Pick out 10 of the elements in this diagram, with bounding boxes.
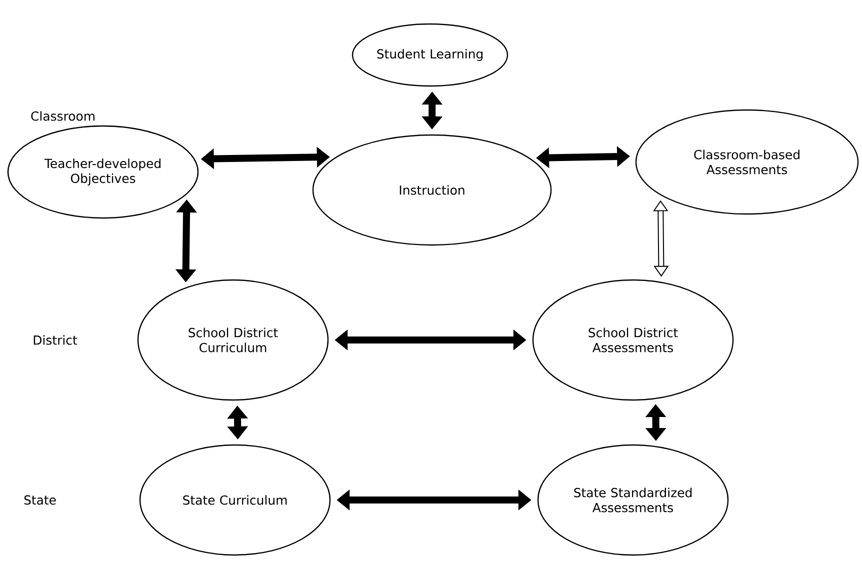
ellipse-node: Student Learning bbox=[352, 23, 508, 87]
level-label: State bbox=[24, 495, 56, 505]
ellipse-node: Instruction bbox=[312, 134, 552, 246]
ellipse-node: School District Assessments bbox=[532, 279, 734, 401]
ellipse-node: Classroom-based Assessments bbox=[635, 109, 859, 215]
level-label: District bbox=[34, 335, 78, 345]
ellipse-node: State Standardized Assessments bbox=[537, 444, 729, 556]
ellipse-node: State Curriculum bbox=[139, 444, 331, 556]
ellipse-node: Teacher-developed Objectives bbox=[7, 125, 199, 219]
ellipse-node: School District Curriculum bbox=[137, 279, 329, 401]
